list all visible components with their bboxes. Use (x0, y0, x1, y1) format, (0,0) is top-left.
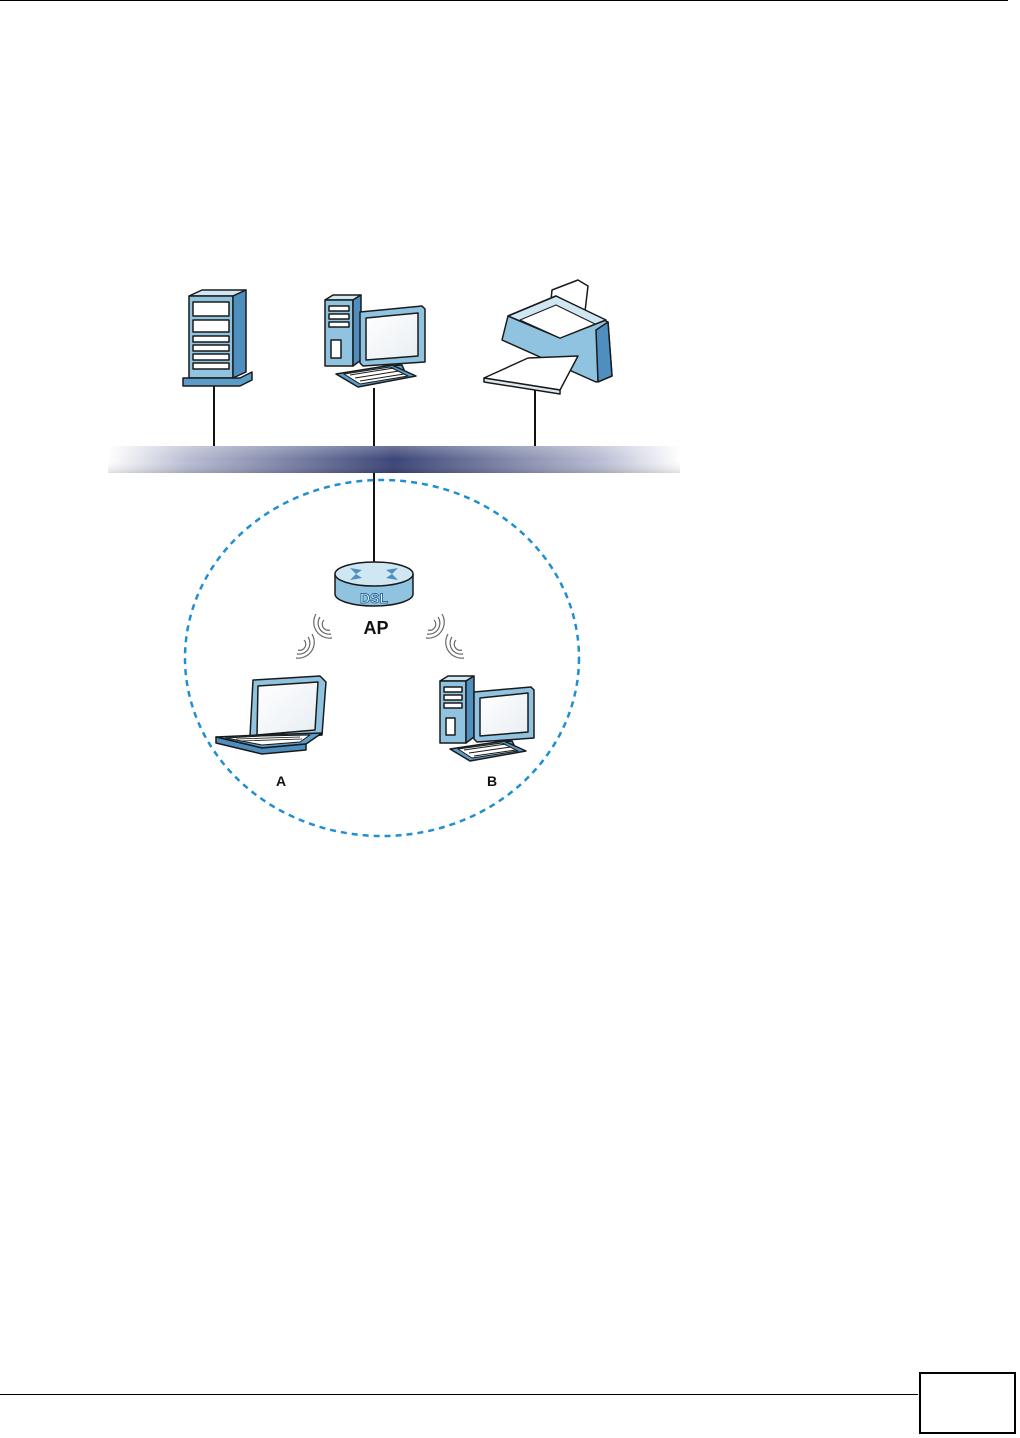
router-badge-label: DSL (360, 590, 388, 606)
page-number-box (919, 1372, 1016, 1434)
footer-rule (0, 1394, 918, 1395)
laptop-icon (216, 676, 326, 754)
wifi-signal-right-icon (426, 614, 464, 658)
printer-icon (484, 280, 612, 394)
client-a-label: A (276, 773, 286, 789)
client-b-label: B (487, 773, 497, 789)
desktop-computer-icon (325, 295, 425, 387)
wifi-signal-left-icon (296, 614, 332, 658)
access-point-label: AP (363, 618, 388, 638)
lan-backbone (108, 446, 680, 473)
server-icon (183, 290, 252, 386)
desktop-client-b-icon (440, 676, 534, 761)
wired-links (214, 386, 535, 562)
wireless-coverage-area (185, 480, 579, 836)
